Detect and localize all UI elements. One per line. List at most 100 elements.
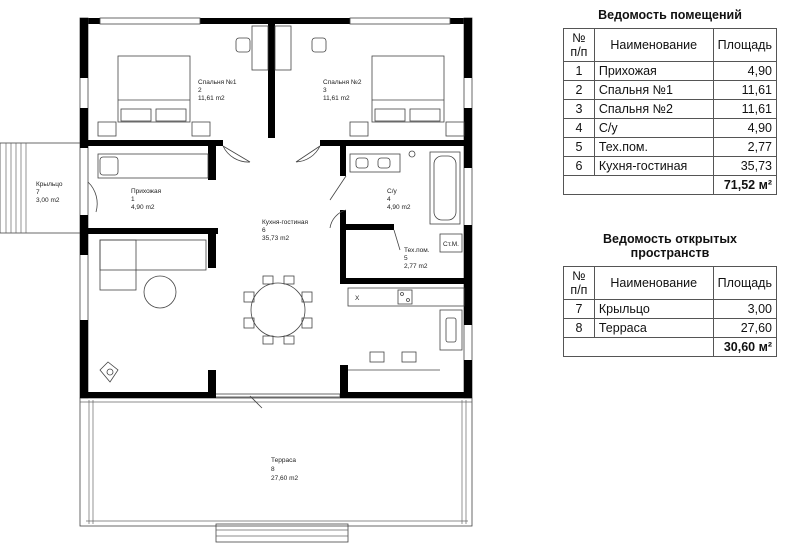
terrace — [79, 397, 473, 527]
room-area: 4,90 m2 — [131, 204, 155, 211]
desk-2 — [274, 25, 327, 71]
cell-name: Спальня №2 — [593, 99, 714, 119]
room-number: 2 — [198, 87, 202, 94]
room-name: Спальня №1 — [198, 79, 237, 86]
room-number: 6 — [262, 227, 266, 234]
col-num: № п/п — [563, 266, 595, 300]
cell-name: С/у — [593, 118, 714, 138]
room-label-porch: Крыльцо 7 3,00 m2 — [36, 181, 63, 204]
cell-num: 2 — [563, 80, 595, 100]
total-area: 71,52 м² — [712, 175, 778, 195]
room-label-bath: С/у 4 4,90 m2 — [387, 188, 411, 211]
col-area: Площадь — [712, 266, 778, 300]
dining-table — [243, 275, 313, 345]
cell-area: 4,90 — [712, 61, 778, 81]
terrace-steps — [215, 523, 349, 543]
cell-name: Крыльцо — [593, 299, 714, 319]
cell-name: Спальня №1 — [593, 80, 714, 100]
hall-furniture — [87, 153, 209, 213]
room-area: 2,77 m2 — [404, 263, 428, 270]
open-spaces-schedule: Ведомость открытых пространств № п/п Наи… — [563, 232, 778, 357]
bed-1 — [97, 55, 211, 137]
cell-area: 35,73 — [712, 156, 778, 176]
total-row: 30,60 м² — [563, 337, 778, 357]
total-area: 30,60 м² — [712, 337, 778, 357]
x-mark: X — [355, 295, 360, 302]
cell-num: 4 — [563, 118, 595, 138]
room-name: Спальня №2 — [323, 79, 362, 86]
room-name: Крыльцо — [36, 181, 63, 188]
room-name: С/у — [387, 188, 398, 195]
room-label-tech: Тех.пом. 5 2,77 m2 — [404, 247, 430, 270]
bed-2 — [349, 55, 465, 137]
room-area: 27,60 m2 — [271, 475, 298, 482]
cell-area: 27,60 — [712, 318, 778, 338]
col-area: Площадь — [712, 28, 778, 62]
sofa — [99, 239, 207, 383]
room-number: 1 — [131, 196, 135, 203]
rooms-schedule: Ведомость помещений № п/п Наименование П… — [563, 8, 778, 195]
cell-area: 11,61 — [712, 99, 778, 119]
col-num: № п/п — [563, 28, 595, 62]
room-number: 4 — [387, 196, 391, 203]
floor-plan: Ст.М. X Спальня №1 2 11,61 m2 Спальня №2… — [0, 17, 473, 543]
table-header: № п/п Наименование Площадь — [563, 266, 778, 300]
room-label-terrace: Терраса 8 27,60 m2 — [271, 457, 298, 482]
cell-num: 6 — [563, 156, 595, 176]
table-header: № п/п Наименование Площадь — [563, 28, 778, 62]
room-number: 8 — [271, 466, 275, 473]
room-label-bedroom2: Спальня №2 3 11,61 m2 — [323, 79, 362, 102]
room-number: 7 — [36, 189, 40, 196]
doors — [222, 145, 401, 409]
cell-name: Терраса — [593, 318, 714, 338]
room-number: 3 — [323, 87, 327, 94]
total-row: 71,52 м² — [563, 175, 778, 195]
col-name: Наименование — [593, 28, 714, 62]
cell-num: 3 — [563, 99, 595, 119]
room-name: Прихожая — [131, 188, 162, 195]
cell-name: Кухня-гостиная — [593, 156, 714, 176]
porch — [0, 142, 87, 234]
cell-num: 1 — [563, 61, 595, 81]
walls — [79, 17, 473, 399]
cell-name: Тех.пом. — [593, 137, 714, 157]
rooms-schedule-title: Ведомость помещений — [598, 8, 742, 22]
room-area: 35,73 m2 — [262, 235, 289, 242]
tech-room-fixtures: Ст.М. — [439, 233, 463, 253]
room-area: 11,61 m2 — [198, 95, 225, 102]
col-name: Наименование — [593, 266, 714, 300]
room-name: Терраса — [271, 457, 296, 464]
cell-num: 5 — [563, 137, 595, 157]
cell-name: Прихожая — [593, 61, 714, 81]
room-label-bedroom1: Спальня №1 2 11,61 m2 — [198, 79, 237, 102]
room-area: 4,90 m2 — [387, 204, 411, 211]
boiler-label: Ст.М. — [443, 241, 459, 248]
cell-area: 4,90 — [712, 118, 778, 138]
bathroom-fixtures — [349, 150, 461, 225]
kitchen-fixtures: X — [347, 287, 465, 371]
room-number: 5 — [404, 255, 408, 262]
cell-area: 3,00 — [712, 299, 778, 319]
room-name: Тех.пом. — [404, 247, 430, 254]
open-schedule-title: Ведомость открытых пространств — [603, 232, 737, 260]
cell-area: 2,77 — [712, 137, 778, 157]
cell-num: 8 — [563, 318, 595, 338]
room-label-kitchen: Кухня-гостиная 6 35,73 m2 — [262, 219, 308, 242]
room-label-hall: Прихожая 1 4,90 m2 — [131, 188, 162, 211]
room-name: Кухня-гостиная — [262, 219, 308, 226]
cell-area: 11,61 — [712, 80, 778, 100]
cell-num: 7 — [563, 299, 595, 319]
room-area: 11,61 m2 — [323, 95, 350, 102]
desk-1 — [235, 25, 269, 71]
room-area: 3,00 m2 — [36, 197, 60, 204]
